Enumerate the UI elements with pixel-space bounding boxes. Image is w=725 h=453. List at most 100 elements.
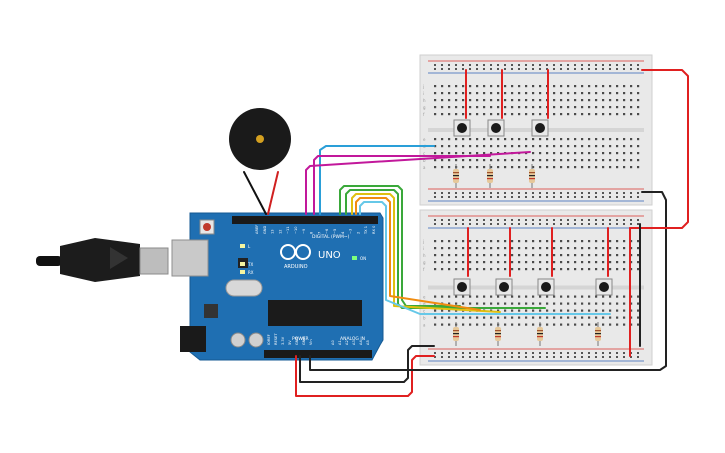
rail-hole[interactable]: [637, 219, 639, 221]
breadboard-hole[interactable]: [490, 254, 493, 257]
breadboard-hole[interactable]: [483, 145, 486, 148]
breadboard-hole[interactable]: [539, 268, 542, 271]
breadboard-hole[interactable]: [623, 323, 626, 326]
breadboard-hole[interactable]: [455, 159, 458, 162]
breadboard-hole[interactable]: [574, 85, 577, 88]
rail-hole[interactable]: [525, 64, 527, 66]
breadboard-hole[interactable]: [623, 159, 626, 162]
breadboard-hole[interactable]: [595, 166, 598, 169]
breadboard-hole[interactable]: [504, 92, 507, 95]
rail-hole[interactable]: [560, 64, 562, 66]
breadboard-hole[interactable]: [462, 106, 465, 109]
breadboard-hole[interactable]: [490, 138, 493, 141]
breadboard-hole[interactable]: [637, 152, 640, 155]
breadboard-hole[interactable]: [532, 323, 535, 326]
rail-hole[interactable]: [560, 219, 562, 221]
breadboard-hole[interactable]: [637, 261, 640, 264]
breadboard-hole[interactable]: [539, 85, 542, 88]
breadboard-hole[interactable]: [448, 309, 451, 312]
breadboard-hole[interactable]: [504, 316, 507, 319]
rail-hole[interactable]: [574, 356, 576, 358]
breadboard-hole[interactable]: [525, 92, 528, 95]
breadboard-hole[interactable]: [504, 254, 507, 257]
rail-hole[interactable]: [588, 196, 590, 198]
rail-hole[interactable]: [567, 196, 569, 198]
breadboard-hole[interactable]: [581, 268, 584, 271]
rail-hole[interactable]: [497, 219, 499, 221]
rail-hole[interactable]: [476, 68, 478, 70]
breadboard-hole[interactable]: [588, 254, 591, 257]
breadboard-hole[interactable]: [441, 145, 444, 148]
breadboard-hole[interactable]: [602, 261, 605, 264]
breadboard-hole[interactable]: [553, 240, 556, 243]
breadboard-hole[interactable]: [588, 145, 591, 148]
breadboard-hole[interactable]: [567, 302, 570, 305]
breadboard-hole[interactable]: [434, 254, 437, 257]
rail-hole[interactable]: [469, 64, 471, 66]
rail-hole[interactable]: [441, 356, 443, 358]
pushbutton-cap[interactable]: [599, 282, 609, 292]
breadboard-hole[interactable]: [511, 113, 514, 116]
breadboard-hole[interactable]: [518, 316, 521, 319]
rail-hole[interactable]: [539, 196, 541, 198]
breadboard-hole[interactable]: [504, 323, 507, 326]
rail-hole[interactable]: [609, 64, 611, 66]
breadboard-hole[interactable]: [616, 316, 619, 319]
breadboard-hole[interactable]: [511, 138, 514, 141]
breadboard-hole[interactable]: [483, 268, 486, 271]
breadboard-hole[interactable]: [595, 159, 598, 162]
rail-hole[interactable]: [462, 219, 464, 221]
breadboard-hole[interactable]: [539, 166, 542, 169]
breadboard-hole[interactable]: [490, 85, 493, 88]
breadboard-hole[interactable]: [630, 113, 633, 116]
breadboard-hole[interactable]: [483, 113, 486, 116]
breadboard-hole[interactable]: [483, 240, 486, 243]
rail-hole[interactable]: [567, 223, 569, 225]
breadboard-hole[interactable]: [616, 309, 619, 312]
rail-hole[interactable]: [490, 68, 492, 70]
rail-hole[interactable]: [609, 356, 611, 358]
breadboard-hole[interactable]: [623, 247, 626, 250]
breadboard-hole[interactable]: [574, 309, 577, 312]
breadboard-hole[interactable]: [455, 92, 458, 95]
breadboard-hole[interactable]: [434, 166, 437, 169]
breadboard-hole[interactable]: [574, 138, 577, 141]
breadboard-hole[interactable]: [623, 166, 626, 169]
rail-hole[interactable]: [455, 68, 457, 70]
rail-hole[interactable]: [588, 68, 590, 70]
rail-hole[interactable]: [602, 196, 604, 198]
breadboard-hole[interactable]: [609, 261, 612, 264]
rail-hole[interactable]: [448, 196, 450, 198]
rail-hole[interactable]: [553, 192, 555, 194]
breadboard-hole[interactable]: [525, 316, 528, 319]
breadboard-hole[interactable]: [490, 159, 493, 162]
breadboard-hole[interactable]: [560, 309, 563, 312]
rail-hole[interactable]: [434, 68, 436, 70]
rail-hole[interactable]: [532, 64, 534, 66]
breadboard-hole[interactable]: [637, 323, 640, 326]
rail-hole[interactable]: [476, 192, 478, 194]
rail-hole[interactable]: [637, 356, 639, 358]
rail-hole[interactable]: [546, 356, 548, 358]
rail-hole[interactable]: [469, 196, 471, 198]
breadboard-hole[interactable]: [525, 113, 528, 116]
rail-hole[interactable]: [567, 68, 569, 70]
rail-hole[interactable]: [567, 356, 569, 358]
rail-hole[interactable]: [483, 68, 485, 70]
breadboard-hole[interactable]: [630, 316, 633, 319]
rail-hole[interactable]: [539, 356, 541, 358]
rail-hole[interactable]: [546, 64, 548, 66]
breadboard-hole[interactable]: [448, 261, 451, 264]
breadboard-hole[interactable]: [469, 323, 472, 326]
breadboard-hole[interactable]: [504, 268, 507, 271]
breadboard-hole[interactable]: [448, 92, 451, 95]
breadboard-hole[interactable]: [483, 247, 486, 250]
breadboard-hole[interactable]: [532, 138, 535, 141]
breadboard-hole[interactable]: [581, 138, 584, 141]
breadboard-hole[interactable]: [602, 302, 605, 305]
rail-hole[interactable]: [609, 219, 611, 221]
breadboard-hole[interactable]: [560, 240, 563, 243]
breadboard-hole[interactable]: [567, 152, 570, 155]
breadboard-hole[interactable]: [525, 309, 528, 312]
breadboard-hole[interactable]: [455, 113, 458, 116]
